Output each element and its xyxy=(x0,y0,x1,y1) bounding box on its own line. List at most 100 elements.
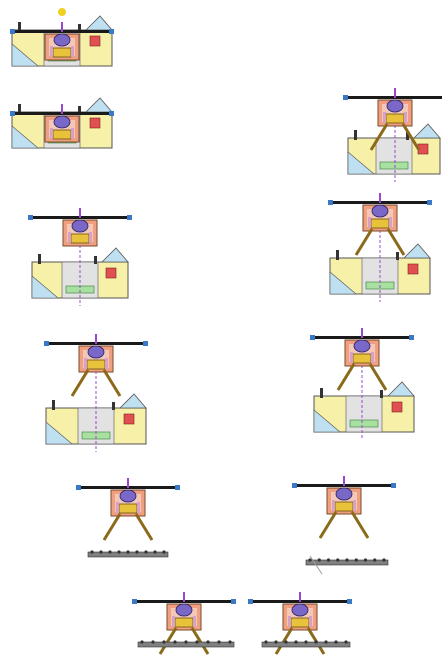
landing-leg-right xyxy=(370,364,386,390)
sensor-dome xyxy=(354,340,370,352)
side-pod-right xyxy=(105,358,108,369)
side-pod-right xyxy=(309,616,312,627)
docking-rail xyxy=(380,162,408,169)
roof-peak xyxy=(404,244,430,258)
blade-tip-left xyxy=(28,215,33,220)
sensor-dome xyxy=(120,490,136,502)
track-stud xyxy=(264,640,267,643)
payload-block xyxy=(386,114,404,123)
track-stud xyxy=(327,558,330,561)
side-pod-right xyxy=(389,217,392,228)
sensor-dome xyxy=(372,205,388,217)
blade-tip-right xyxy=(143,341,148,346)
panel-step-2 xyxy=(10,98,114,148)
track-stud xyxy=(90,550,93,553)
blade-tip-right xyxy=(109,29,114,34)
rotor-mast xyxy=(127,478,129,488)
track-stud xyxy=(334,640,337,643)
rotor-mast xyxy=(343,476,345,486)
rotor-mast xyxy=(299,592,301,602)
track-stud xyxy=(126,550,129,553)
track-stud xyxy=(294,640,297,643)
payload-block xyxy=(175,618,193,627)
landing-leg-left xyxy=(72,370,88,396)
track-stud xyxy=(162,640,165,643)
sensor-dome xyxy=(88,346,104,358)
landing-leg-right xyxy=(136,514,152,540)
panel-step-9 xyxy=(292,476,396,574)
panel-step-5 xyxy=(328,193,432,302)
sensor-dome xyxy=(387,100,403,112)
side-pod-right xyxy=(71,46,74,57)
landing-leg-left xyxy=(338,364,354,390)
antenna-left xyxy=(52,400,55,410)
landing-leg-right xyxy=(104,370,120,396)
status-indicator xyxy=(408,264,418,274)
payload-block xyxy=(71,234,89,243)
blade-tip-left xyxy=(10,29,15,34)
track-stud xyxy=(108,550,111,553)
track-stud xyxy=(173,640,176,643)
blade-tip-left xyxy=(132,599,137,604)
payload-block xyxy=(87,360,105,369)
panel-step-3 xyxy=(343,88,442,182)
panel-step-11 xyxy=(248,592,352,654)
payload-block xyxy=(53,48,71,57)
blade-tip-left xyxy=(248,599,253,604)
panel-step-6 xyxy=(44,334,148,452)
side-pod-left xyxy=(383,112,386,123)
blade-tip-right xyxy=(109,111,114,116)
track-stud xyxy=(195,640,198,643)
antenna-left xyxy=(320,388,323,398)
antenna-right xyxy=(380,390,383,398)
landing-leg-left xyxy=(160,628,176,654)
panel-step-4 xyxy=(28,208,132,306)
side-pod-right xyxy=(71,128,74,139)
side-pod-left xyxy=(332,500,335,511)
track-stud xyxy=(304,640,307,643)
track-stud xyxy=(382,558,385,561)
roof-peak xyxy=(120,394,146,408)
sensor-dome xyxy=(176,604,192,616)
sensor-dome xyxy=(72,220,88,232)
antenna-left xyxy=(38,254,41,264)
status-indicator xyxy=(124,414,134,424)
roof-peak xyxy=(86,16,112,30)
sensor-dome xyxy=(336,488,352,500)
track-stud xyxy=(345,558,348,561)
track-stud xyxy=(140,640,143,643)
status-indicator xyxy=(90,118,100,128)
sun-icon xyxy=(58,8,66,16)
landing-leg-left xyxy=(320,512,336,538)
track-stud xyxy=(314,640,317,643)
track-stud xyxy=(373,558,376,561)
status-indicator xyxy=(90,36,100,46)
blade-tip-left xyxy=(10,111,15,116)
track-stud xyxy=(217,640,220,643)
panel-step-1 xyxy=(10,8,114,66)
antenna-right xyxy=(112,402,115,410)
track-stud xyxy=(144,550,147,553)
panel-step-7 xyxy=(310,328,414,440)
blade-tip-right xyxy=(427,200,432,205)
payload-block xyxy=(291,618,309,627)
side-pod-right xyxy=(89,232,92,243)
payload-block xyxy=(335,502,353,511)
rotor-blade xyxy=(345,96,442,99)
side-pod-left xyxy=(50,128,53,139)
track-stud xyxy=(228,640,231,643)
payload-block xyxy=(371,219,389,228)
track-stud xyxy=(344,640,347,643)
track-stud xyxy=(135,550,138,553)
roof-peak xyxy=(388,382,414,396)
side-pod-left xyxy=(288,616,291,627)
side-pod-left xyxy=(116,502,119,513)
payload-block xyxy=(119,504,137,513)
sensor-dome xyxy=(54,34,70,46)
track-stud xyxy=(364,558,367,561)
track-stud xyxy=(151,640,154,643)
roof-peak xyxy=(102,248,128,262)
track-stud xyxy=(318,558,321,561)
roof-peak xyxy=(86,98,112,112)
